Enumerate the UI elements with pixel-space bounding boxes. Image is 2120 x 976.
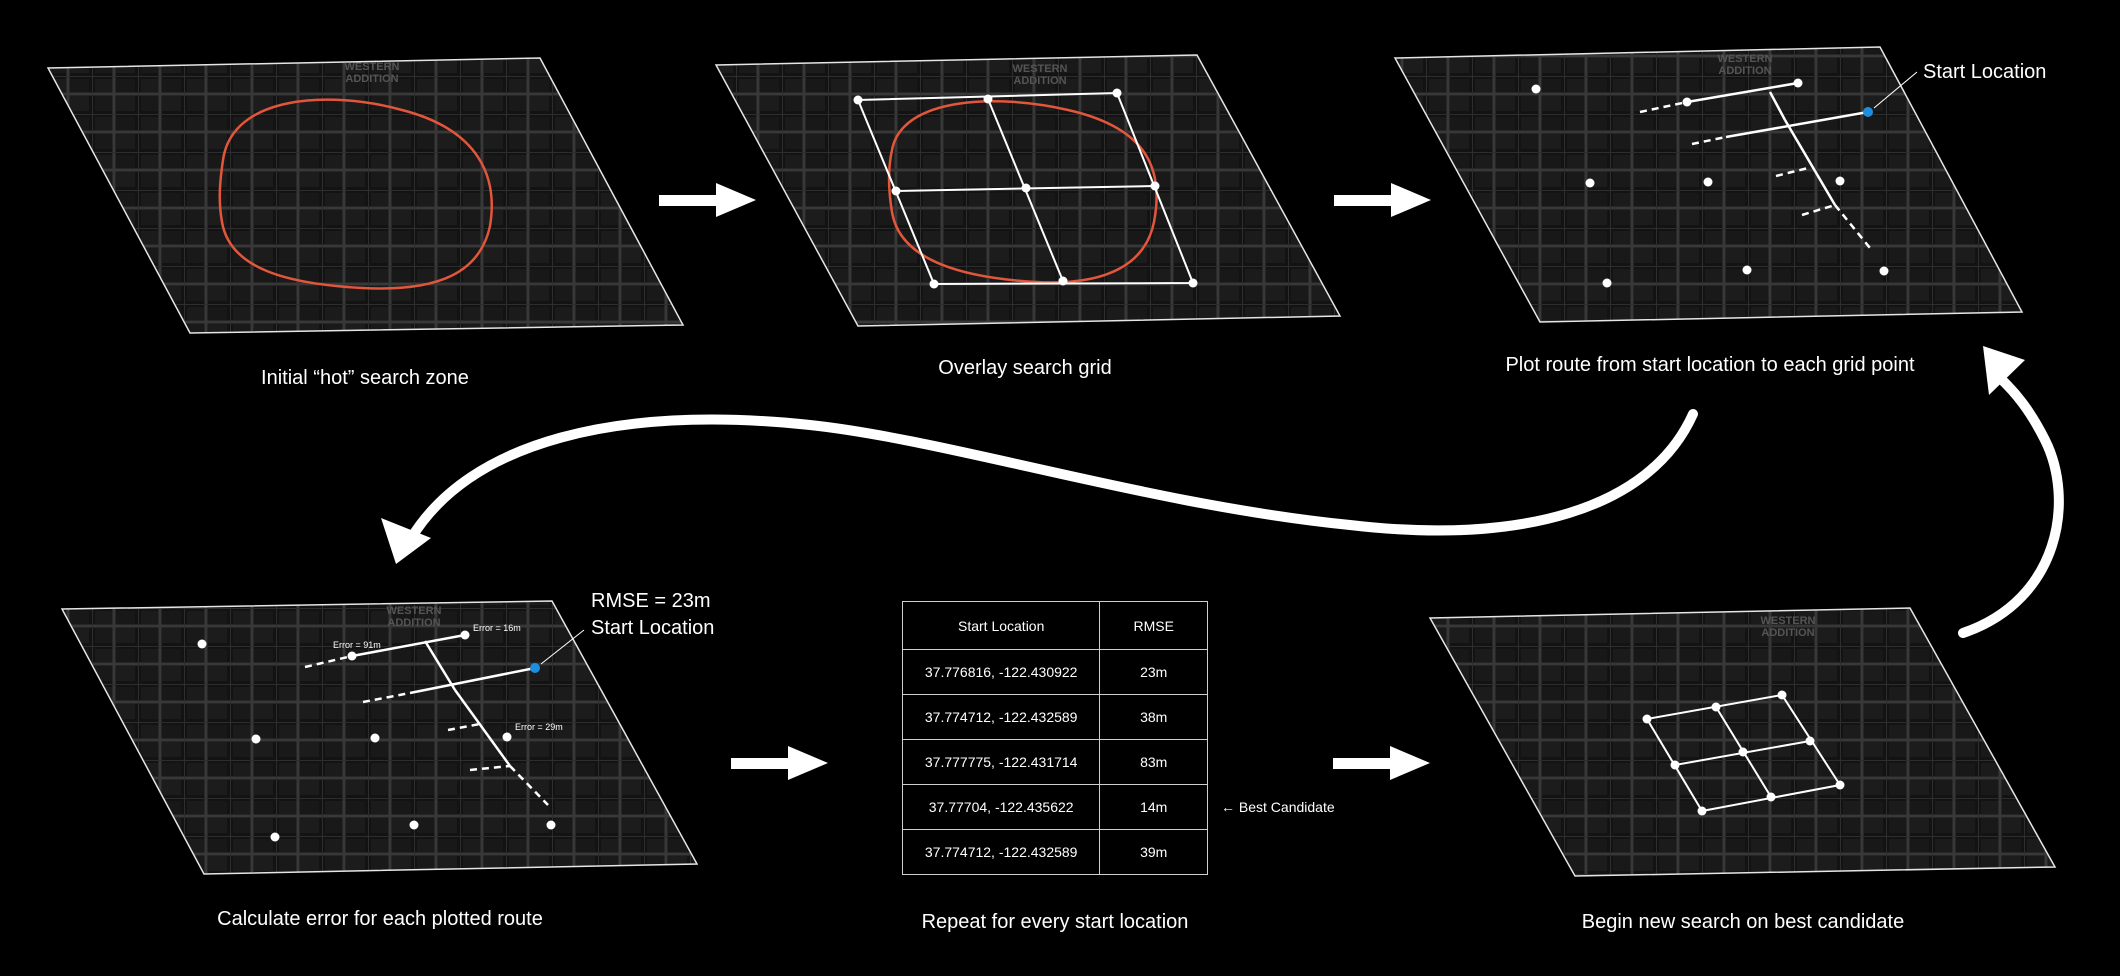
route-lines [1686, 81, 1869, 206]
table-header-row: Start Location RMSE [901, 601, 1208, 650]
map-district-label: WESTERN [1718, 53, 1773, 65]
route-lines [351, 633, 536, 767]
table-row: 37.774712, -122.432589 39m [901, 829, 1208, 875]
table-cell-location: 37.777775, -122.431714 [901, 739, 1101, 785]
table-cell-location: 37.77704, -122.435622 [901, 784, 1101, 830]
table-cell-location: 37.774712, -122.432589 [901, 829, 1101, 875]
map-district-label: ADDITION [387, 617, 440, 629]
step-caption-2: Overlay search grid [938, 357, 1112, 379]
table-cell-rmse: 14m [1099, 784, 1208, 830]
results-table: Start Location RMSE 37.776816, -122.4309… [901, 601, 1208, 875]
table-row: 37.77704, -122.435622 14m [901, 784, 1208, 830]
table-header-start-location: Start Location [901, 601, 1101, 650]
map-district-label: WESTERN [1761, 615, 1816, 627]
curved-arrow-back-head [381, 518, 431, 564]
step-caption-6: Begin new search on best candidate [1581, 911, 1905, 933]
rmse-label: RMSE = 23m [591, 590, 711, 612]
map-panel-1: WESTERN ADDITION [46, 57, 685, 334]
map-district-label: WESTERN [345, 61, 400, 73]
arrow-right-icon [1333, 746, 1430, 780]
table-cell-rmse: 83m [1099, 739, 1208, 785]
grid-points [1642, 690, 1845, 816]
map-panel-2: WESTERN ADDITION [714, 54, 1342, 327]
flow-arrows [659, 183, 1431, 780]
grid-points [853, 88, 1198, 289]
hot-search-zone [218, 98, 493, 290]
map-district-label: ADDITION [1718, 65, 1771, 77]
map-district-label: WESTERN [387, 605, 442, 617]
table-cell-rmse: 23m [1099, 649, 1208, 695]
table-row: 37.777775, -122.431714 83m [901, 739, 1208, 785]
curved-arrow-back [405, 409, 1698, 545]
route-lines-dashed [1639, 100, 1871, 249]
map-panel-4: Error = 91m Error = 16m Error = 29m WEST… [60, 600, 699, 875]
start-location-leader [540, 629, 585, 665]
step-caption-3: Plot route from start location to each g… [1505, 354, 1915, 376]
table-row: 37.776816, -122.430922 23m [901, 649, 1208, 695]
start-location-leader [1873, 71, 1918, 109]
start-location-marker [530, 663, 540, 673]
error-label: Error = 91m [333, 640, 381, 650]
step-caption-4: Calculate error for each plotted route [217, 908, 543, 930]
map-district-label: ADDITION [1013, 75, 1066, 87]
map-panel-6: WESTERN ADDITION [1428, 607, 2057, 877]
arrow-right-icon [731, 746, 828, 780]
map-district-label: WESTERN [1013, 63, 1068, 75]
table-cell-rmse: 38m [1099, 694, 1208, 740]
step-caption-5: Repeat for every start location [921, 911, 1189, 933]
map-panel-3: WESTERN ADDITION [1393, 46, 2024, 323]
grid-points [1531, 78, 1889, 288]
grid-points [197, 630, 556, 842]
best-candidate-label: ← Best Candidate [1221, 799, 1335, 815]
arrow-right-icon [1334, 183, 1431, 217]
map-district-label: ADDITION [1761, 627, 1814, 639]
error-label: Error = 16m [473, 623, 521, 633]
start-location-marker [1863, 107, 1873, 117]
curved-arrow-loop [1958, 373, 2064, 638]
error-label: Error = 29m [515, 722, 563, 732]
table-row: 37.774712, -122.432589 38m [901, 694, 1208, 740]
arrow-right-icon [659, 183, 756, 217]
table-header-rmse: RMSE [1099, 601, 1208, 650]
start-location-label: Start Location [1923, 61, 2047, 83]
step-caption-1: Initial “hot” search zone [261, 367, 469, 389]
start-location-label: Start Location [591, 617, 715, 639]
table-cell-location: 37.776816, -122.430922 [901, 649, 1101, 695]
route-lines-dashed [304, 654, 549, 806]
curved-arrow-loop-head [1983, 346, 2025, 395]
hot-search-zone [887, 100, 1158, 284]
table-cell-location: 37.774712, -122.432589 [901, 694, 1101, 740]
table-cell-rmse: 39m [1099, 829, 1208, 875]
map-district-label: ADDITION [345, 73, 398, 85]
